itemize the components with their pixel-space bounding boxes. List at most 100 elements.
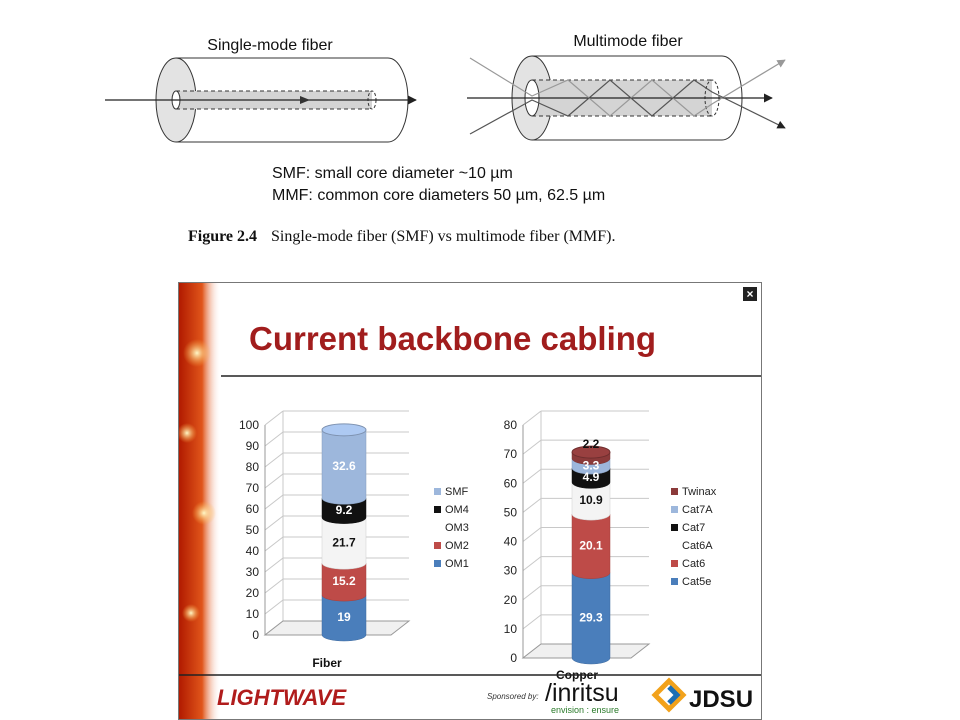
legend-swatch-cat7 xyxy=(671,524,678,531)
y-tick-label: 0 xyxy=(510,651,517,665)
gridline-side xyxy=(264,473,284,489)
mmf-light-rays xyxy=(467,57,786,135)
smf-note: SMF: small core diameter ~10 µm xyxy=(272,165,513,182)
y-tick-label: 20 xyxy=(504,593,518,607)
bar-segment-cat5e xyxy=(571,572,611,665)
anritsu-tagline: envision : ensure xyxy=(551,705,619,715)
data-label-cat6a: 10.9 xyxy=(579,493,603,507)
legend-label-cat6: Cat6 xyxy=(682,558,705,570)
y-tick-label: 30 xyxy=(246,565,260,579)
data-label-om2: 15.2 xyxy=(332,574,356,588)
bar-segment-cat6 xyxy=(571,513,611,579)
legend-swatch-smf xyxy=(434,488,441,495)
legend-swatch-twinax xyxy=(671,488,678,495)
legend-swatch-cat5e xyxy=(671,578,678,585)
copper-chart: 0102030405060708029.320.110.94.93.32.2Co… xyxy=(504,410,717,682)
gridline-side xyxy=(522,585,542,601)
decorative-fire-strip xyxy=(179,283,221,719)
gridline-side xyxy=(264,494,284,510)
bar-segment-om4 xyxy=(321,498,367,524)
data-label-om1: 19 xyxy=(337,610,351,624)
legend-swatch-om1 xyxy=(434,560,441,567)
jdsu-logo: JDSU xyxy=(689,686,753,713)
gridline-side xyxy=(264,410,284,426)
mmf-title: Multimode fiber xyxy=(573,33,683,50)
gridline-side xyxy=(264,557,284,573)
bar-segment-smf xyxy=(321,429,367,505)
y-tick-label: 30 xyxy=(504,564,518,578)
smf-ray-arrow xyxy=(300,96,310,104)
x-category-label: Fiber xyxy=(312,656,342,670)
gridline-side xyxy=(264,599,284,615)
slide-panel: Current backbone cabling 0 10 20 30 40 50 60 70… xyxy=(178,282,762,720)
y-tick-label: 100 xyxy=(239,418,259,432)
gridline-side xyxy=(522,614,542,630)
y-tick-label: 60 xyxy=(246,502,260,516)
y-tick-label: 40 xyxy=(504,535,518,549)
smf-title: Single-mode fiber xyxy=(207,37,333,54)
legend-swatch-cat7a xyxy=(671,506,678,513)
legend-label-cat7a: Cat7A xyxy=(682,504,713,516)
y-tick-label: 70 xyxy=(504,447,518,461)
y-tick-label: 50 xyxy=(504,505,518,519)
legend-swatch-cat6 xyxy=(671,560,678,567)
y-tick-label: 70 xyxy=(246,481,260,495)
figure-caption: Figure 2.4 Single-mode fiber (SMF) vs mul… xyxy=(188,228,615,246)
legend-label-smf: SMF xyxy=(445,486,469,498)
legend-label-om4: OM4 xyxy=(445,504,469,516)
gridline-side xyxy=(264,578,284,594)
bar-segment-om1 xyxy=(321,594,367,642)
sponsored-label: Sponsored by: xyxy=(487,692,539,701)
caption-text: Single-mode fiber (SMF) vs multimode fib… xyxy=(271,228,616,245)
legend-swatch-om4 xyxy=(434,506,441,513)
y-tick-label: 80 xyxy=(504,418,518,432)
gridline-side xyxy=(522,439,542,455)
gridline-side xyxy=(264,515,284,531)
y-tick-label: 20 xyxy=(246,586,260,600)
data-label-twinax: 2.2 xyxy=(583,437,600,451)
gridline-side xyxy=(522,410,542,426)
gridline-side xyxy=(522,497,542,513)
y-tick-label: 60 xyxy=(504,476,518,490)
y-tick-label: 90 xyxy=(246,439,260,453)
gridline-side xyxy=(522,527,542,542)
bar-top-cap xyxy=(571,445,611,459)
data-label-om3: 21.7 xyxy=(332,535,356,549)
data-label-om4: 9.2 xyxy=(336,503,353,517)
data-label-smf: 32.6 xyxy=(332,459,356,473)
lightwave-logo: LIGHTWAVE xyxy=(217,685,347,710)
mmf-note: MMF: common core diameters 50 µm, 62.5 µ… xyxy=(272,187,605,204)
legend-label-twinax: Twinax xyxy=(682,486,717,498)
bar-segment-cat6a xyxy=(571,482,611,521)
caption-label: Figure 2.4 xyxy=(188,228,258,245)
fiber-chart: 01020304050607080901001915.221.79.232.6F… xyxy=(239,410,469,670)
gridline-side xyxy=(522,468,542,484)
gridline-side xyxy=(264,452,284,468)
gridline-side xyxy=(264,536,284,552)
y-tick-label: 10 xyxy=(504,622,518,636)
legend-label-om2: OM2 xyxy=(445,540,469,552)
jdsu-diamond-icon xyxy=(651,677,687,713)
legend-label-cat6a: Cat6A xyxy=(682,540,713,552)
y-tick-label: 80 xyxy=(246,460,260,474)
data-label-cat7a: 3.3 xyxy=(583,458,600,472)
slide-title: Current backbone cabling xyxy=(249,320,656,357)
bar-segment-om3 xyxy=(321,517,367,570)
data-label-cat5e: 29.3 xyxy=(579,610,603,624)
y-tick-label: 10 xyxy=(246,607,260,621)
legend-swatch-om3 xyxy=(433,523,442,532)
close-icon[interactable]: × xyxy=(743,287,757,301)
anritsu-logo: /inritsu xyxy=(545,679,619,707)
legend-swatch-cat6a xyxy=(670,541,679,550)
y-tick-label: 50 xyxy=(246,523,260,537)
legend-label-cat7: Cat7 xyxy=(682,522,705,534)
fiber-diagram: Single-mode fiber Multimode fiber SMF: s… xyxy=(105,33,786,204)
y-tick-label: 40 xyxy=(246,544,260,558)
legend-label-cat5e: Cat5e xyxy=(682,576,711,588)
slide-canvas: Current backbone cabling 0 10 20 30 40 50 60 70… xyxy=(179,283,761,719)
gridline-side xyxy=(264,431,284,447)
bar-top-cap xyxy=(321,423,367,437)
data-label-cat6: 20.1 xyxy=(579,538,603,552)
bar-segment-om2 xyxy=(321,562,367,602)
legend-label-om3: OM3 xyxy=(445,522,469,534)
